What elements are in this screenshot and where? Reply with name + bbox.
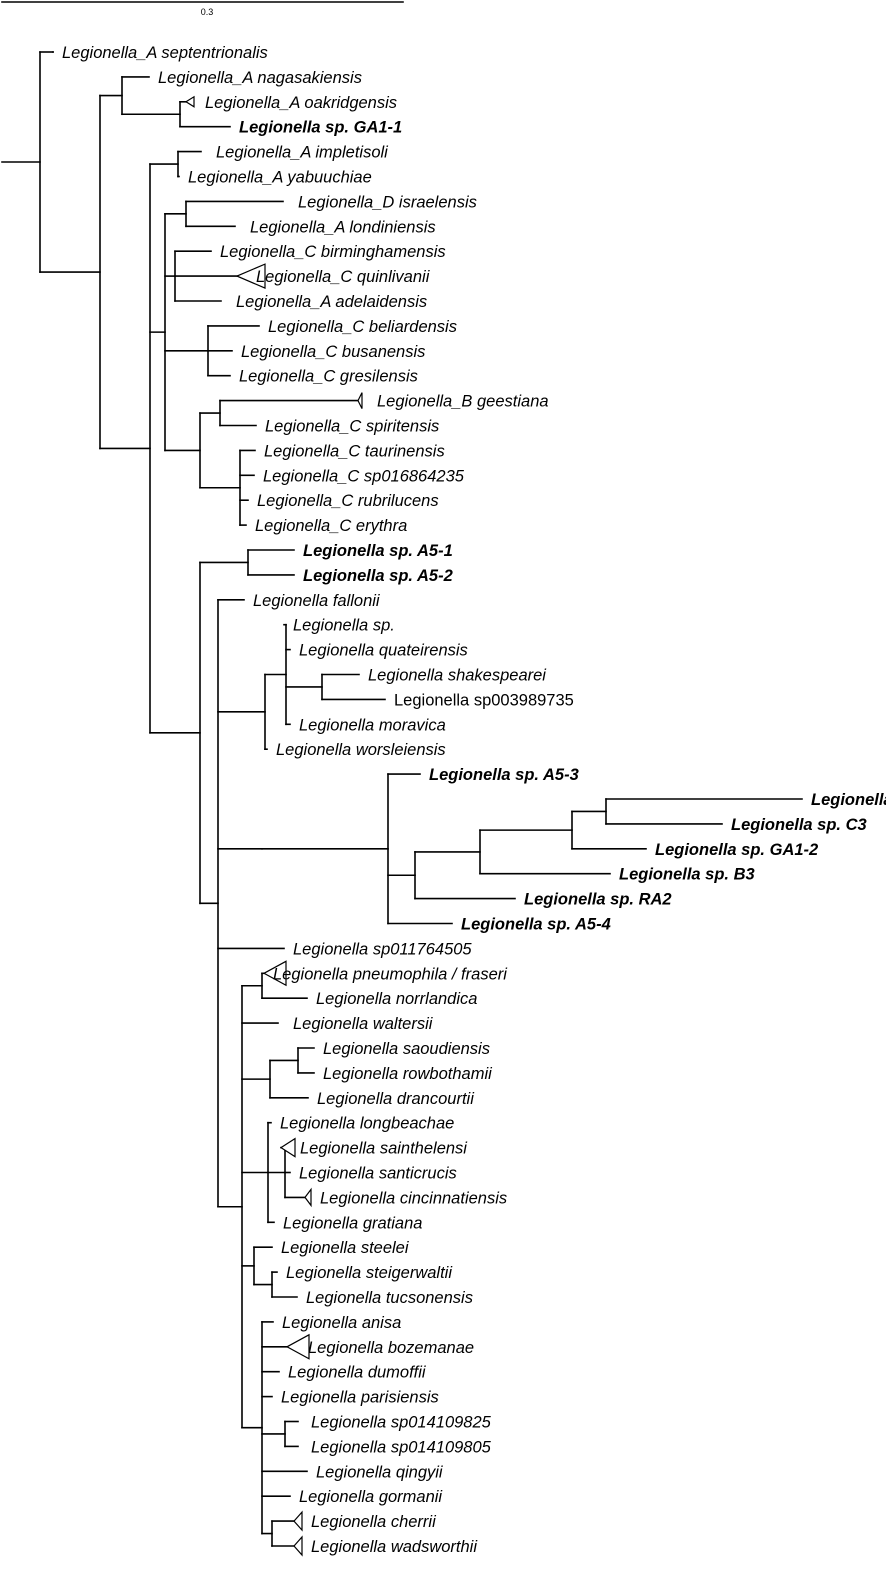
leaf-label-l60: Legionella cherrii <box>311 1513 437 1531</box>
leaf-label-l6: Legionella_A yabuuchiae <box>188 169 372 187</box>
leaf-label-l57: Legionella sp014109805 <box>311 1438 492 1456</box>
collapsed-clade-triangle <box>293 1510 303 1532</box>
leaf-label-l8: Legionella_A londiniensis <box>250 218 436 236</box>
leaf-label-l31: Legionella sp. A13 <box>811 791 886 809</box>
collapsed-clade-triangle <box>262 960 287 987</box>
leaf-label-l48: Legionella gratiana <box>283 1214 422 1232</box>
leaf-label-l7: Legionella_D israelensis <box>298 193 477 211</box>
leaf-label-l38: Legionella pneumophila / fraseri <box>273 965 508 983</box>
leaf-label-l33: Legionella sp. GA1-2 <box>655 841 818 859</box>
leaf-label-l44: Legionella longbeachae <box>280 1115 454 1133</box>
leaf-label-l20: Legionella_C erythra <box>255 517 407 535</box>
leaf-label-l45: Legionella sainthelensi <box>300 1140 468 1158</box>
leaf-label-l15: Legionella_B geestiana <box>377 393 549 411</box>
leaf-label-l17: Legionella_C taurinensis <box>264 442 445 460</box>
leaf-label-l41: Legionella saoudiensis <box>323 1040 490 1058</box>
leaf-labels: Legionella_A septentrionalisLegionella_A… <box>62 44 886 1556</box>
leaf-label-l54: Legionella dumoffii <box>288 1364 427 1382</box>
leaf-label-l13: Legionella_C busanensis <box>241 343 425 361</box>
leaf-label-l27: Legionella sp003989735 <box>394 691 574 709</box>
leaf-label-l21: Legionella sp. A5-1 <box>303 542 453 560</box>
leaf-label-l24: Legionella sp. <box>293 617 395 635</box>
leaf-label-l47: Legionella cincinnatiensis <box>320 1189 507 1207</box>
leaf-label-l28: Legionella moravica <box>299 716 446 734</box>
leaf-label-l50: Legionella steigerwaltii <box>286 1264 453 1282</box>
leaf-label-l34: Legionella sp. B3 <box>619 866 755 884</box>
leaf-label-l16: Legionella_C spiritensis <box>265 418 439 436</box>
leaf-label-l52: Legionella anisa <box>282 1314 401 1332</box>
collapsed-clades <box>184 95 363 1557</box>
collapsed-clade-triangle <box>235 263 266 290</box>
leaf-label-l30: Legionella sp. A5-3 <box>429 766 579 784</box>
leaf-label-l22: Legionella sp. A5-2 <box>303 567 453 585</box>
leaf-label-l26: Legionella shakespearei <box>368 667 547 685</box>
scale-bar-label: 0.3 <box>201 7 214 17</box>
leaf-label-l10: Legionella_C quinlivanii <box>256 268 431 286</box>
leaf-label-l2: Legionella_A nagasakiensis <box>158 69 362 87</box>
collapsed-clade-triangle <box>293 1535 303 1557</box>
leaf-label-l43: Legionella drancourtii <box>317 1090 475 1108</box>
leaf-label-l35: Legionella sp. RA2 <box>524 891 672 909</box>
leaf-label-l14: Legionella_C gresilensis <box>239 368 418 386</box>
leaf-label-l53: Legionella bozemanae <box>308 1339 474 1357</box>
leaf-label-l36: Legionella sp. A5-4 <box>461 916 611 934</box>
leaf-label-l29: Legionella worsleiensis <box>276 741 446 759</box>
leaf-label-l18: Legionella_C sp016864235 <box>263 467 465 485</box>
leaf-label-l56: Legionella sp014109825 <box>311 1414 492 1432</box>
leaf-label-l5: Legionella_A impletisoli <box>216 144 389 162</box>
leaf-label-l39: Legionella norrlandica <box>316 990 477 1008</box>
leaf-label-l37: Legionella sp011764505 <box>293 940 472 958</box>
leaf-label-l58: Legionella qingyii <box>316 1463 444 1481</box>
leaf-label-l40: Legionella waltersii <box>293 1015 434 1033</box>
leaf-label-l11: Legionella_A adelaidensis <box>236 293 427 311</box>
leaf-label-l61: Legionella wadsworthii <box>311 1538 478 1556</box>
leaf-label-l1: Legionella_A septentrionalis <box>62 44 268 62</box>
leaf-label-l9: Legionella_C birminghamensis <box>220 243 446 261</box>
collapsed-clade-triangle <box>184 95 195 108</box>
collapsed-clade-triangle <box>304 1187 312 1208</box>
leaf-label-l46: Legionella santicrucis <box>299 1165 457 1183</box>
collapsed-clade-triangle <box>357 392 363 409</box>
scale-bar: 0.3 <box>1 1 404 17</box>
collapsed-clade-triangle <box>285 1333 310 1360</box>
leaf-label-l42: Legionella rowbothamii <box>323 1065 493 1083</box>
leaf-label-l4: Legionella sp. GA1-1 <box>239 119 402 137</box>
leaf-label-l51: Legionella tucsonensis <box>306 1289 473 1307</box>
leaf-label-l19: Legionella_C rubrilucens <box>257 492 439 510</box>
leaf-label-l59: Legionella gormanii <box>299 1488 443 1506</box>
tree-branches <box>1 51 803 1547</box>
leaf-label-l55: Legionella parisiensis <box>281 1389 439 1407</box>
leaf-label-l23: Legionella fallonii <box>253 592 381 610</box>
leaf-label-l49: Legionella steelei <box>281 1239 410 1257</box>
leaf-label-l3: Legionella_A oakridgensis <box>205 94 397 112</box>
leaf-label-l32: Legionella sp. C3 <box>731 816 867 834</box>
collapsed-clade-triangle <box>279 1137 296 1158</box>
leaf-label-l25: Legionella quateirensis <box>299 642 468 660</box>
leaf-label-l12: Legionella_C beliardensis <box>268 318 457 336</box>
